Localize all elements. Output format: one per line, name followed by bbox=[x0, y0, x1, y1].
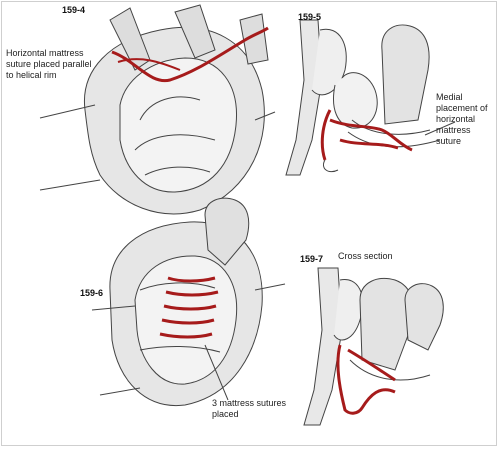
finger-2 bbox=[359, 277, 414, 371]
cartilage-strip-2 bbox=[303, 267, 343, 426]
caption-159-7: Cross section bbox=[338, 251, 393, 261]
finger bbox=[381, 24, 430, 125]
caption-159-6: 3 mattress sutures placed bbox=[212, 398, 287, 419]
panel-159-5-drawing bbox=[285, 19, 456, 176]
finger-3 bbox=[404, 283, 444, 351]
suture-panel-159-4 bbox=[111, 26, 269, 83]
caption-159-5: Medial placement of horizontal mattress … bbox=[436, 92, 488, 146]
sutures-panel-159-6 bbox=[159, 276, 219, 339]
suture-panel-159-7 bbox=[336, 344, 396, 415]
finger-top bbox=[204, 197, 250, 266]
figure-label-159-5: 159-5 bbox=[298, 12, 322, 22]
cartilage-strip bbox=[285, 19, 323, 176]
instrument-2 bbox=[174, 4, 216, 59]
figure-label-159-6: 159-6 bbox=[80, 288, 104, 298]
instrument-3 bbox=[239, 13, 269, 65]
panel-159-7-drawing bbox=[303, 267, 444, 426]
figure-label-159-4: 159-4 bbox=[62, 5, 86, 15]
figure-label-159-7: 159-7 bbox=[300, 254, 324, 264]
panel-159-4-drawing bbox=[39, 4, 276, 215]
pointer-line bbox=[204, 344, 229, 401]
caption-159-4: Horizontal mattress suture placed parall… bbox=[6, 48, 92, 80]
panel-159-6-drawing bbox=[91, 197, 286, 407]
suture-panel-159-5 bbox=[320, 109, 413, 161]
